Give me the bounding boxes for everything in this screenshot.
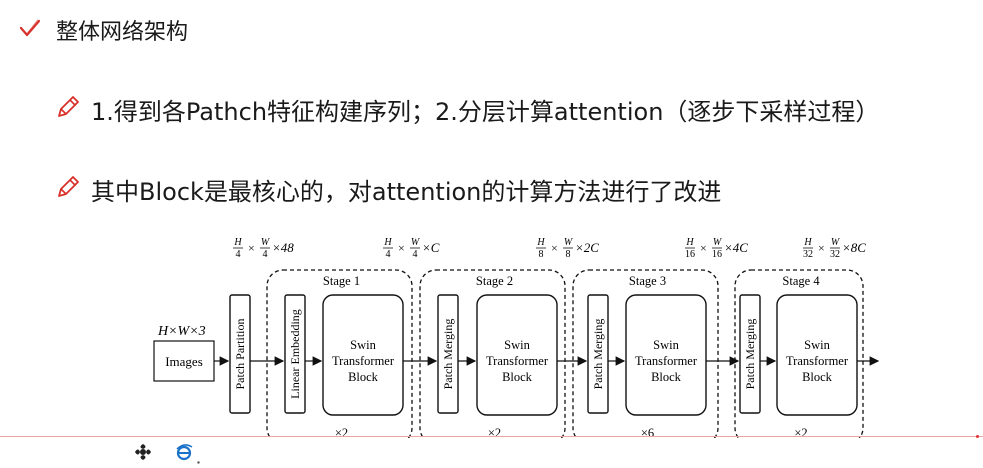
- swin-block-3-label: Block: [651, 370, 682, 384]
- dim-h-num: H: [685, 237, 694, 248]
- dim-h-num: H: [383, 237, 392, 248]
- divider-dot: [976, 435, 979, 438]
- swin-block-3-label: Swin: [653, 338, 679, 352]
- dim-h-den: 4: [386, 249, 391, 260]
- dim-times: ×: [398, 241, 405, 255]
- stage-2-repeat: ×2: [488, 426, 501, 438]
- dim-h-num: H: [803, 237, 812, 248]
- dim-w-num: W: [411, 237, 421, 248]
- check-icon: [18, 17, 42, 43]
- bullet-item: 1.得到各Pathch特征构建序列；2.分层计算attention（逐步下采样过…: [55, 92, 879, 127]
- patch-merging-box-label: Patch Merging: [591, 319, 605, 390]
- dim-times: ×: [818, 241, 825, 255]
- stage-2-frame: [419, 269, 566, 438]
- linear-embedding-box: [284, 294, 306, 414]
- heading-text: 整体网络架构: [56, 20, 189, 45]
- input-dim-label: H×W×3: [157, 324, 206, 339]
- bullet-text: 其中Block是最核心的，对attention的计算方法进行了改进: [91, 178, 722, 206]
- images-box: [153, 340, 215, 382]
- dim-w-num: W: [564, 237, 574, 248]
- dim-h-num: H: [233, 237, 242, 248]
- dim-h-den: 8: [539, 249, 544, 260]
- swin-block-1-label: Block: [348, 370, 379, 384]
- dim-w-den: 8: [566, 249, 571, 260]
- dim-h-den: 4: [236, 249, 241, 260]
- dim-w-num: W: [261, 237, 271, 248]
- stage-3-repeat: ×6: [641, 426, 654, 438]
- dim-times: ×: [248, 241, 255, 255]
- swin-block-3-label: Transformer: [635, 354, 698, 368]
- swin-block-2-label: Block: [502, 370, 533, 384]
- dim-channel: ×4C: [724, 240, 748, 255]
- taskbar: [0, 437, 983, 464]
- section-heading: 整体网络架构: [18, 14, 188, 46]
- linear-embedding-box-label: Linear Embedding: [288, 309, 302, 399]
- patch-merging-box-label: Patch Merging: [441, 319, 455, 390]
- dim-times: ×: [700, 241, 707, 255]
- swin-block-2-label: Transformer: [486, 354, 549, 368]
- swin-block-1-label: Swin: [350, 338, 376, 352]
- swin-block-4: [776, 294, 858, 416]
- patch-partition-box-label: Patch Partition: [233, 319, 247, 390]
- bullet-text: 1.得到各Pathch特征构建序列；2.分层计算attention（逐步下采样过…: [91, 98, 880, 126]
- swin-block-2-label: Swin: [504, 338, 530, 352]
- dim-w-den: 32: [830, 249, 840, 260]
- browser-icon[interactable]: [175, 443, 193, 465]
- dim-h-den: 32: [803, 249, 813, 260]
- dim-h-den: 16: [685, 249, 695, 260]
- swin-block-1: [322, 294, 404, 416]
- stage-3-label: Stage 3: [629, 274, 666, 288]
- dim-w-num: W: [713, 237, 723, 248]
- images-label: Images: [165, 354, 203, 369]
- dim-w-den: 4: [263, 249, 268, 260]
- patch-merging-box-label: Patch Merging: [743, 319, 757, 390]
- taskbar-dot: [197, 449, 200, 468]
- pencil-icon: [55, 174, 81, 206]
- divider-line: [0, 436, 983, 437]
- swin-block-2: [476, 294, 558, 416]
- bullet-item: 其中Block是最核心的，对attention的计算方法进行了改进: [55, 172, 721, 207]
- dim-h-num: H: [536, 237, 545, 248]
- dim-channel: ×C: [422, 240, 440, 255]
- stage-4-label: Stage 4: [782, 274, 820, 288]
- patch-merging-box: [587, 294, 609, 414]
- dim-w-num: W: [831, 237, 841, 248]
- dim-channel: ×8C: [842, 240, 866, 255]
- stage-2-label: Stage 2: [476, 274, 513, 288]
- swin-block-4-label: Transformer: [786, 354, 849, 368]
- stage-1-label: Stage 1: [323, 274, 360, 288]
- dim-times: ×: [551, 241, 558, 255]
- stage-4-frame: [734, 269, 864, 438]
- stage-4-repeat: ×2: [794, 426, 807, 438]
- swin-block-1-label: Transformer: [332, 354, 395, 368]
- dim-w-den: 16: [712, 249, 722, 260]
- app-logo-icon[interactable]: [134, 443, 152, 465]
- swin-block-4-label: Block: [802, 370, 833, 384]
- stage-1-repeat: ×2: [335, 426, 348, 438]
- patch-merging-box: [437, 294, 459, 414]
- patch-partition-box: [229, 294, 251, 414]
- pencil-icon: [55, 94, 81, 126]
- stage-3-frame: [572, 269, 719, 438]
- patch-merging-box: [739, 294, 761, 414]
- swin-block-3: [625, 294, 707, 416]
- stage-1-frame: [266, 269, 413, 438]
- swin-block-4-label: Swin: [804, 338, 830, 352]
- dim-w-den: 4: [413, 249, 418, 260]
- dim-channel: ×2C: [575, 240, 599, 255]
- dim-channel: ×48: [272, 240, 294, 255]
